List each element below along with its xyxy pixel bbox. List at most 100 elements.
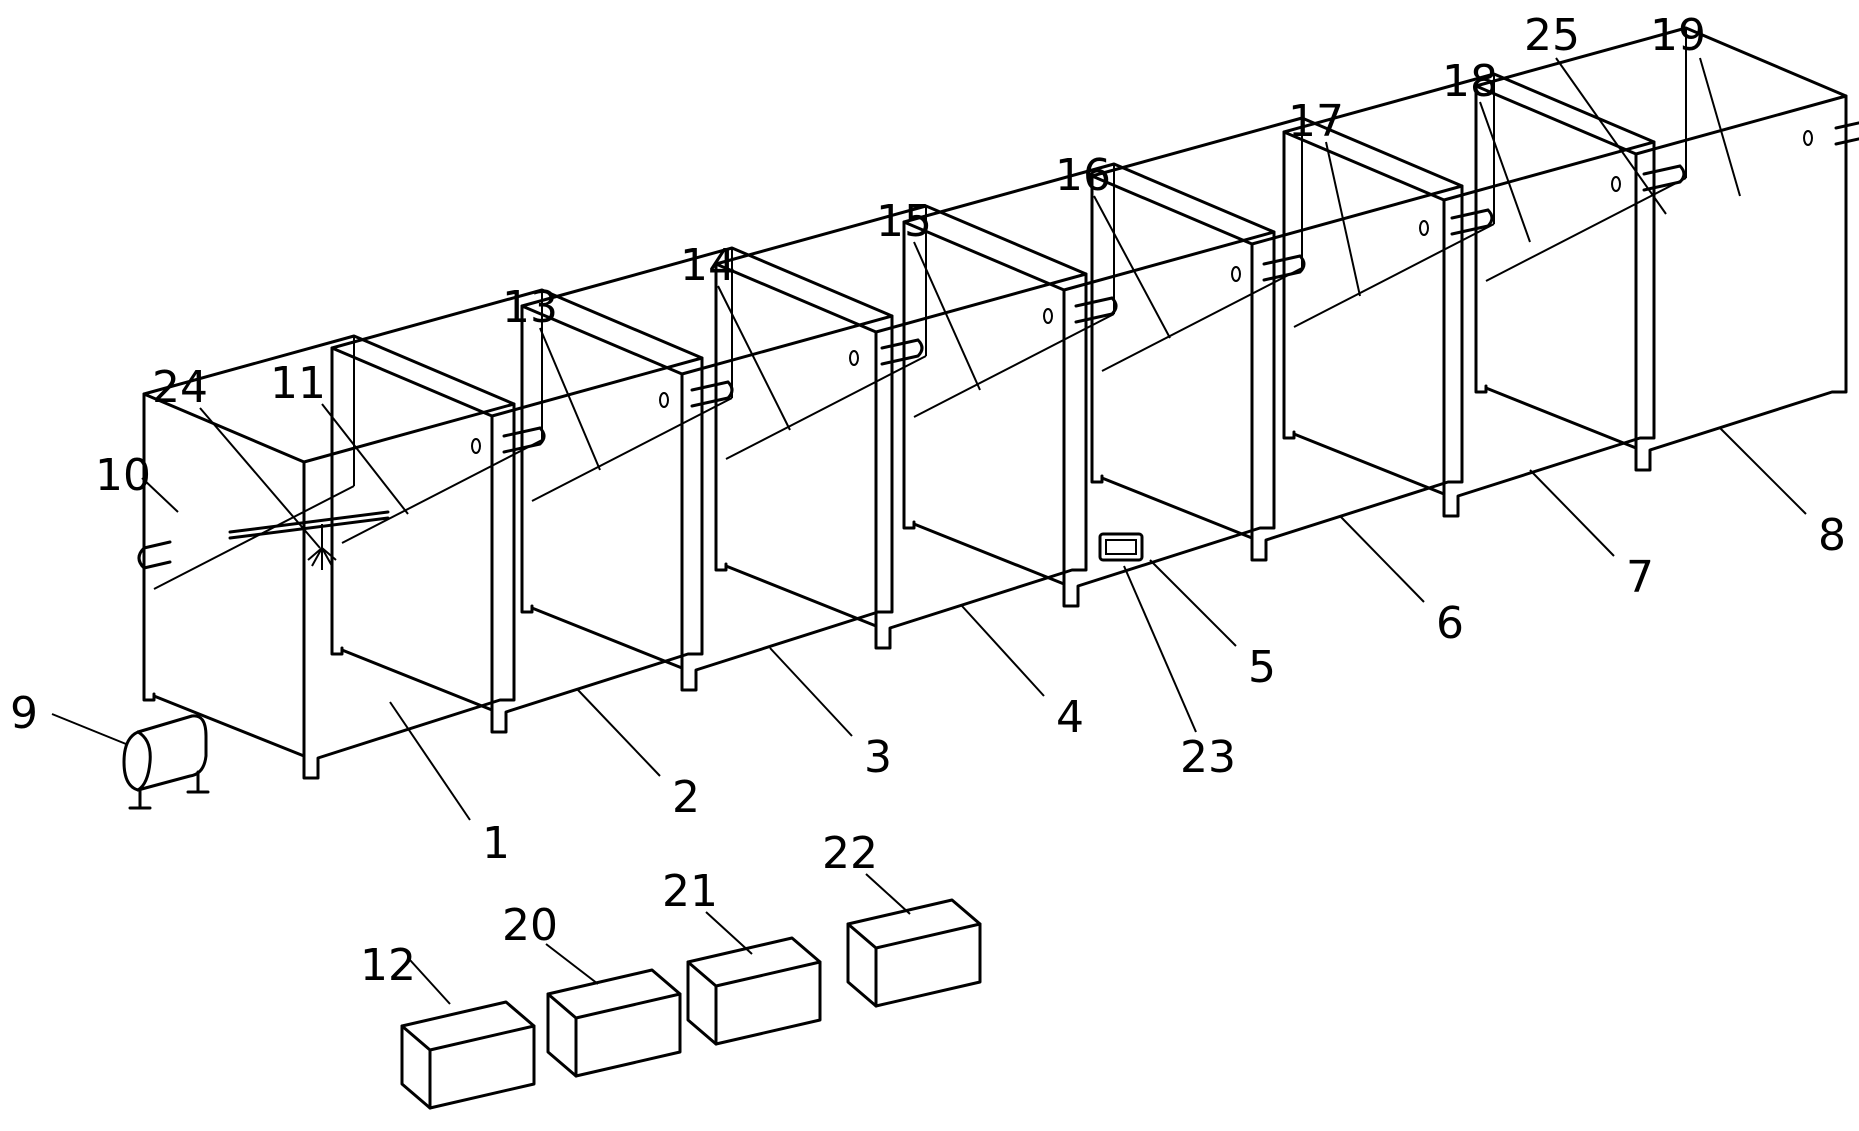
label-7: 7 [1626,552,1654,603]
tray-side [400,1024,432,1110]
tank-side-face [714,262,728,572]
tank-hole [1043,308,1053,324]
tank-inner-edge [913,313,1115,418]
label-2: 2 [672,772,700,823]
leader-line [865,873,911,915]
label-3: 3 [864,732,892,783]
tray-side [686,960,718,1046]
tank-front-face [1062,230,1276,608]
label-1: 1 [482,818,510,869]
leader-line [961,605,1045,697]
label-17: 17 [1288,96,1344,147]
leader-line [409,959,451,1005]
tank-front-face [1442,140,1656,518]
leader-line [1479,101,1531,243]
tray-front [428,1024,536,1110]
tank-side-face [520,304,534,614]
leader-line [1339,515,1425,603]
tray-front [874,922,982,1008]
tank-4 [714,204,1118,650]
label-16: 16 [1055,150,1111,201]
tray-rim [400,1000,536,1052]
tank-side-bottom [724,564,878,628]
leader-line [51,713,127,745]
leader-line [1325,141,1361,297]
label-19: 19 [1650,10,1706,61]
tank-side-face [1282,130,1296,440]
label-10: 10 [95,450,151,501]
label-21: 21 [662,866,718,917]
tray-22 [846,898,982,1008]
leader-line [1719,427,1807,515]
leader-line [545,943,599,985]
label-24: 24 [152,362,208,413]
tank-front-face [302,402,516,780]
tank-hole [1611,176,1621,192]
tray-front [574,992,682,1078]
tank-side-bottom [340,648,494,712]
label-22: 22 [822,828,878,879]
label-5: 5 [1248,642,1276,693]
leader-line [1149,559,1237,647]
tank-hole [849,350,859,366]
tank-rim [1090,116,1464,246]
tank-5 [902,162,1306,608]
spray-head [228,510,390,570]
tank-outlet-pipe [1834,121,1859,146]
tank-group [142,26,1859,780]
leader-line [539,327,601,471]
label-25: 25 [1524,10,1580,61]
tank-6 [1090,116,1494,562]
tank-hole [1803,130,1813,146]
tank-hole [659,392,669,408]
tray-rim [546,968,682,1020]
tank-inner-edge [531,397,733,502]
tank-front-face [680,314,894,692]
tank-hole [1419,220,1429,236]
tray-12 [400,1000,536,1110]
tank-side-bottom [1484,386,1638,450]
tank-hole [1231,266,1241,282]
tank-7 [1282,72,1686,518]
tank-outlet-pipe [1642,164,1686,192]
label-group: 1 2 3 4 5 6 7 8 9 10 11 12 13 14 15 16 1… [10,10,1846,991]
leader-line [199,407,321,549]
tank-side-bottom [152,694,306,758]
label-23: 23 [1180,732,1236,783]
tank-front-face [490,356,704,734]
tray-21 [686,936,822,1046]
tray-front [714,960,822,1046]
tank-inner-edge [1293,223,1495,328]
leader-line [1529,469,1615,557]
leader-line [389,701,471,821]
tank-side-face [1474,84,1488,394]
tank-inner-edge [1485,177,1687,282]
tray-side [546,992,578,1078]
leader-line [577,689,661,777]
leader-line [1699,57,1741,197]
tank-inner-edge [341,439,543,544]
tank-outlet-pipe [1074,296,1118,324]
tank-hole [471,438,481,454]
leader-line [705,911,753,955]
tank-side-bottom [1292,432,1446,496]
tray-group [400,898,982,1110]
leader-line [717,285,791,431]
tank-side-bottom [530,606,684,670]
label-15: 15 [876,196,932,247]
label-14: 14 [680,240,736,291]
label-9: 9 [10,688,38,739]
leader-line [1123,565,1197,733]
leader-line [1555,57,1667,215]
tank-side-face [330,346,344,656]
tank-front-face [874,272,1088,650]
label-12: 12 [360,940,416,991]
tank-inner-edge [725,355,927,460]
tank-side-bottom [1100,476,1254,540]
tank-inner-edge [153,485,355,590]
tank-2 [330,288,734,734]
label-11: 11 [270,358,326,409]
misc-parts [122,510,1144,810]
